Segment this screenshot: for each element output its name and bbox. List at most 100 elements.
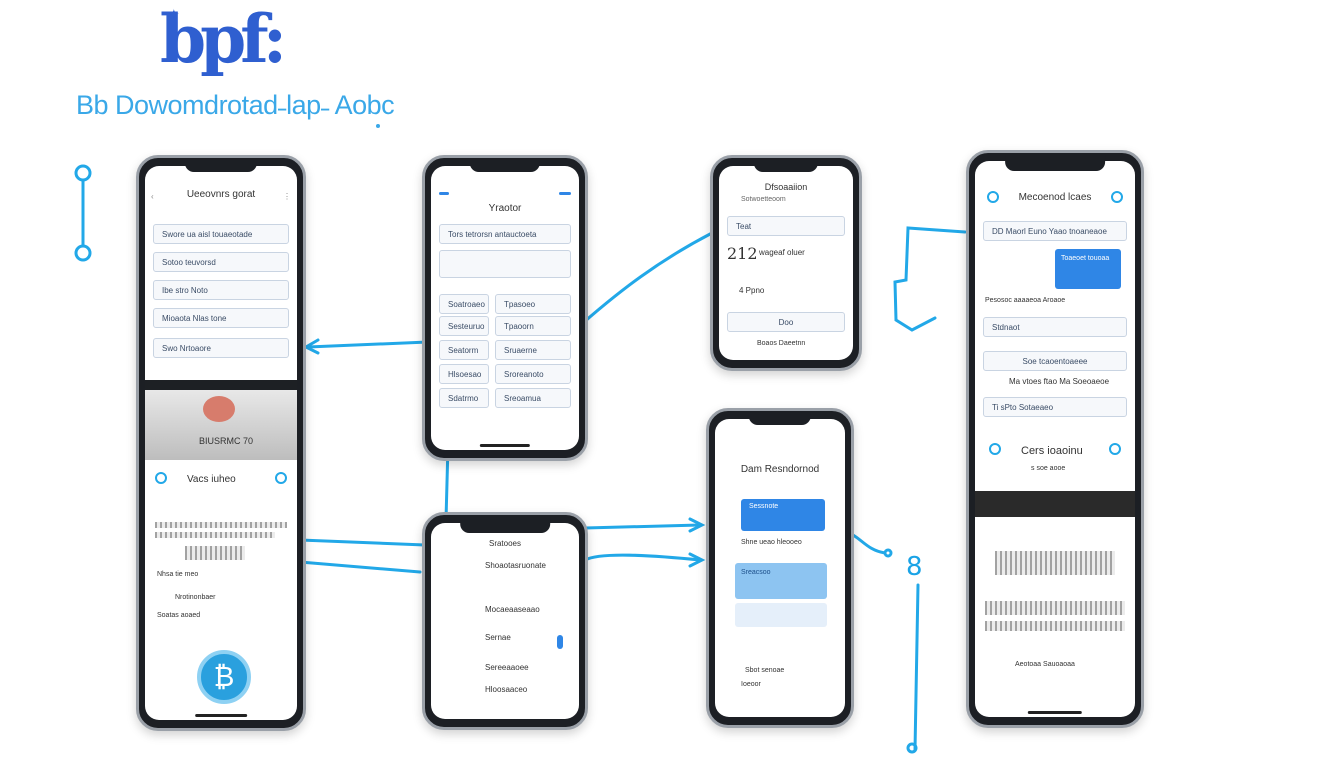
footer-line: Soatas aoaed [157, 612, 201, 619]
table-cell[interactable]: Sroreanoto [495, 364, 571, 384]
list-item[interactable]: Swo Nrtoaore [153, 338, 289, 358]
chat-icon[interactable] [1111, 191, 1123, 203]
connector-end-dot [883, 548, 893, 558]
secondary-button[interactable]: Ti sPto Sotaeaeo [983, 397, 1127, 417]
bottom-text: Aeotoaa Sauoaoaa [1015, 661, 1075, 668]
table-cell[interactable]: Sruaerne [495, 340, 571, 360]
footer-line: Nhsa tie meo [157, 571, 199, 578]
text-input[interactable]: Stdnaot [983, 317, 1127, 337]
info-card[interactable]: Sessnote [741, 499, 825, 531]
pin-bottom-icon [74, 244, 92, 262]
phone-5-screen: Sratooes Shoaotasruonate Mocaeaaseaao Se… [431, 523, 579, 719]
screen-title: Dam Resndornod [740, 464, 820, 475]
bottom-line: Ioeoor [741, 681, 761, 688]
connector-p5-p4-b [583, 553, 702, 562]
feature-card[interactable]: Toaeoet touoaa [1055, 249, 1121, 289]
arrowhead-p2-p1 [302, 338, 320, 355]
home-indicator [195, 714, 247, 717]
footer-text: Boaos Daeetnn [757, 340, 806, 347]
list-item[interactable]: Ibe stro Noto [153, 280, 289, 300]
phone-notch [753, 160, 819, 172]
phone-notch [460, 517, 550, 533]
text-block [155, 532, 275, 538]
table-cell[interactable]: Seatorm [439, 340, 489, 360]
table-cell[interactable]: Sreoamua [495, 388, 571, 408]
info-icon [155, 472, 167, 484]
phone-4-screen: Dam Resndornod Sessnote Shne ueao hleooe… [715, 419, 845, 717]
more-icon[interactable]: ⋮ [283, 192, 291, 201]
phone-2-screen: Yraotor Tors tetrorsn antauctoeta Soatro… [431, 166, 579, 450]
phone-3-screen: Dfsoaaiion Sotwoetteoom Teat 212 wageaf … [719, 166, 853, 360]
photo-subject [203, 396, 235, 422]
pin-top-icon [74, 164, 92, 182]
chart-card-lower [735, 603, 827, 627]
table-cell[interactable]: Tpasoeo [495, 294, 571, 314]
connector-right-vertical [913, 583, 920, 752]
primary-button[interactable]: Doo [727, 312, 845, 332]
bitcoin-icon[interactable]: ₿ [197, 650, 251, 704]
share-icon[interactable] [1109, 443, 1121, 455]
device-photo [975, 491, 1135, 517]
text-field[interactable]: Teat [727, 216, 845, 236]
screen-title: Ueeovnrs gorat [186, 189, 256, 200]
arrowhead-p5-p4-b [688, 552, 706, 568]
menu-icon[interactable] [439, 192, 449, 195]
phone-notch [184, 160, 258, 172]
phone-6-screen: Mecoenod lcaes DD Maorl Euno Yaao tnoane… [975, 161, 1135, 717]
list-item[interactable]: Mioaota Nlas tone [153, 308, 289, 328]
card-title: Sessnote [749, 503, 779, 510]
table-cell[interactable]: Soatroaeo [439, 294, 489, 314]
connector-p6-bracket [893, 226, 967, 332]
photo-caption: BIUSRMC 70 [199, 436, 254, 446]
screen-title: Yraotor [488, 203, 522, 214]
list-item[interactable]: Hloosaaceo [485, 685, 528, 694]
table-cell[interactable]: Tpaoorn [495, 316, 571, 336]
text-block [155, 522, 287, 528]
subtitle-dot [376, 124, 380, 128]
phone-2: Yraotor Tors tetrorsn antauctoeta Soatro… [422, 155, 588, 461]
home-indicator [479, 444, 531, 447]
connector-p1-p5-a [298, 538, 427, 547]
sparkle-icon: ✦ [168, 6, 180, 22]
list-item[interactable]: Swore ua aisl touaeotade [153, 224, 289, 244]
connector-p1-p5-b [298, 560, 422, 574]
phone-1-screen: Ueeovnrs gorat ‹ ⋮ Swore ua aisl touaeot… [145, 166, 297, 720]
illustration-block [995, 551, 1115, 575]
phone-1: Ueeovnrs gorat ‹ ⋮ Swore ua aisl touaeot… [136, 155, 306, 731]
table-cell[interactable]: Sdatrmo [439, 388, 489, 408]
secondary-button[interactable]: Soe tcaoentoaeee [983, 351, 1127, 371]
caption: Pesosoc aaaaeoa Aroaoe [985, 297, 1066, 304]
list-item[interactable]: Sotoo teuvorsd [153, 252, 289, 272]
connector-right-end-dot [906, 742, 918, 754]
search-input[interactable]: Tors tetrorsn antauctoeta [439, 224, 571, 244]
section-title: Cers ioaoinu [1021, 445, 1083, 457]
card-text: Toaeoet touoaa [1061, 255, 1110, 262]
text-block [985, 621, 1125, 631]
list-item[interactable]: Sereeaaoee [485, 663, 529, 672]
text-block [985, 601, 1125, 615]
table-header [439, 250, 571, 278]
status-marker [557, 635, 563, 649]
sub-value: 4 Ppno [739, 286, 765, 295]
value-label: wageaf oluer [759, 248, 805, 257]
back-icon[interactable] [987, 191, 999, 203]
table-cell[interactable]: Hlsoesao [439, 364, 489, 384]
section-subtitle: s soe aooe [1031, 465, 1066, 472]
arrowhead-p5-p4-a [688, 517, 706, 533]
back-icon[interactable]: ‹ [151, 192, 154, 201]
qr-block [185, 546, 245, 560]
info-line: Ma vtoes ftao Ma Soeoaeoe [1009, 377, 1110, 386]
list-item[interactable]: Sernae [485, 633, 511, 642]
phone-4: Dam Resndornod Sessnote Shne ueao hleooe… [706, 408, 854, 728]
settings-icon[interactable] [275, 472, 287, 484]
page-subtitle: Bb Dowomdrotad˗lap˗ Aobc [76, 90, 395, 120]
phone-6: Mecoenod lcaes DD Maorl Euno Yaao tnoane… [966, 150, 1144, 728]
search-input[interactable]: DD Maorl Euno Yaao tnoaneaoe [983, 221, 1127, 241]
list-item[interactable]: Mocaeaaseaao [485, 605, 540, 614]
location-icon [989, 443, 1001, 455]
list-item[interactable]: Shoaotasruonate [485, 561, 546, 570]
chart-card[interactable]: Sreacsoo [735, 563, 827, 599]
table-cell[interactable]: Sesteuruo [439, 316, 489, 336]
filter-icon[interactable] [559, 192, 571, 195]
home-indicator [1027, 711, 1083, 714]
